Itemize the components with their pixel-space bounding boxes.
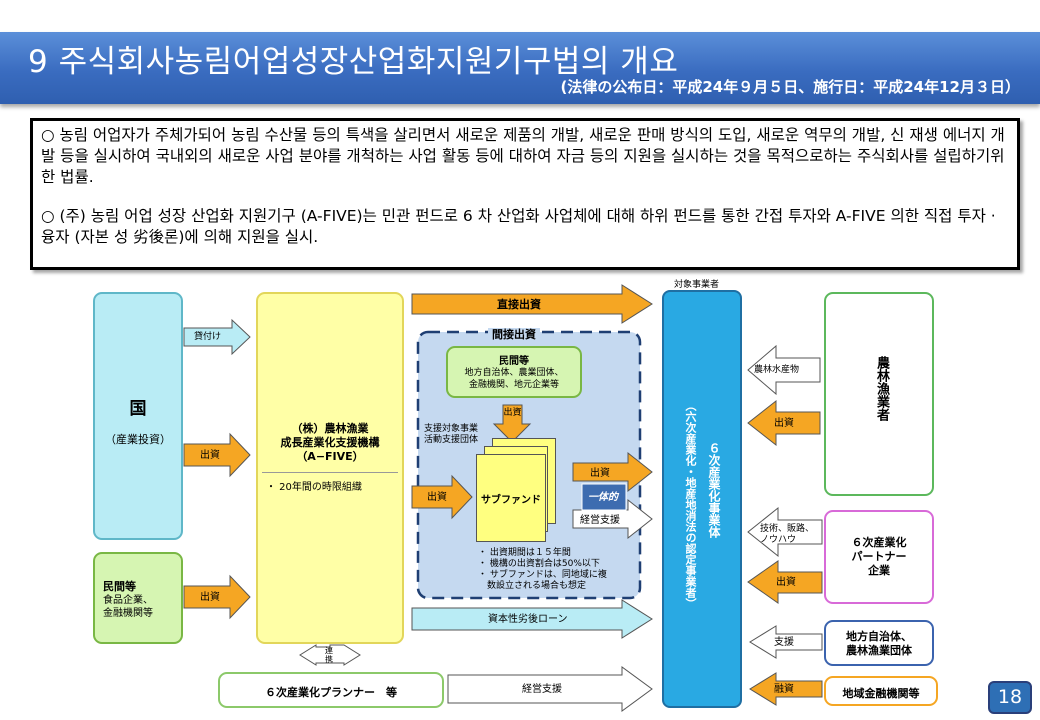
loan-arrow <box>183 318 251 356</box>
knowhow-label-1: 技術、販路、 <box>760 524 815 534</box>
private-inner-box: 民間等 地方自治体、農業団体、 金融機関、地元企業等 <box>446 346 582 398</box>
ittaiteki-label: 一体的 <box>588 492 618 503</box>
localgov-support-label: 支援 <box>774 637 794 648</box>
farmers-box: 農林漁業者 <box>824 292 934 496</box>
page-number: 18 <box>988 681 1032 714</box>
fund-note-1: ・ 出資期間は１５年間 <box>478 548 571 558</box>
bank-loan-label: 融資 <box>774 684 794 695</box>
planner-support-arrow <box>447 666 653 712</box>
products-arrow <box>747 344 821 396</box>
target-paren: （六次産業化・地産地消法の認定事業者） <box>684 400 697 609</box>
private-to-subfund-arrow <box>492 404 532 443</box>
partner-line2: パートナー <box>851 550 907 563</box>
farmers-investment-label: 出資 <box>774 418 794 429</box>
kuni-title: 国 <box>129 399 147 419</box>
subfund-label: サブファンド <box>481 495 541 506</box>
subfund-investment-label: 出資 <box>590 468 610 479</box>
partner-investment-arrow <box>747 560 823 604</box>
private-inner-title: 民間等 <box>499 356 529 367</box>
subordinated-loan-label: 資本性劣後ローン <box>488 614 568 625</box>
support-target-label-1: 支援対象事業 <box>424 424 479 434</box>
localgov-box: 地方自治体、 農林漁業団体 <box>824 620 934 666</box>
afive-line3: （A−FIVE） <box>296 450 364 463</box>
afive-note: ・ 20年間の時限組織 <box>266 482 362 493</box>
afive-line1: （株）農林漁業 <box>291 422 369 435</box>
summary-item-1: ○ 농림 어업자가 주체가되어 농림 수산물 등의 특색을 살리면서 새로운 제… <box>41 126 1005 186</box>
private-investment-arrow <box>183 574 251 620</box>
localbank-box: 地域金融機関等 <box>824 676 938 706</box>
renkei-arrow <box>299 644 361 666</box>
subfund-box: サブファンド <box>476 454 546 542</box>
target-title: ６次産業化事業体 <box>707 442 721 538</box>
direct-investment-arrow <box>411 284 653 324</box>
page-subtitle: (法律の公布日：平成24年９月５日、施行日：平成24年12月３日） <box>560 78 1020 96</box>
afive-investment-label: 出資 <box>427 492 447 503</box>
products-label: 農林水産物 <box>754 365 800 375</box>
kuni-investment-label: 出資 <box>200 450 220 461</box>
knowhow-arrow <box>747 506 823 558</box>
afive-to-subfund-arrow <box>411 474 473 520</box>
private-inner-line2: 金融機関、地元企業等 <box>468 380 559 390</box>
fund-note-2: ・ 機構の出資割合は50%以下 <box>478 559 600 569</box>
localgov-line2: 農林漁業団体 <box>846 644 912 657</box>
knowhow-label-2: ノウハウ <box>760 535 797 545</box>
support-target-label-2: 活動支援団体 <box>424 435 479 445</box>
subfund-investment-arrow <box>572 451 653 493</box>
renkei-label: 連携 <box>325 646 333 664</box>
partner-line1: ６次産業化 <box>851 536 907 549</box>
farmers-investment-arrow <box>747 399 821 447</box>
down-investment-label: 出資 <box>503 408 522 418</box>
fund-note-4: 数設立される場合も想定 <box>478 581 587 591</box>
bank-loan-arrow <box>749 672 823 706</box>
direct-investment-label: 直接出資 <box>497 298 541 311</box>
kuni-box: 国 （産業投資） <box>93 292 183 540</box>
fund-notes: ・ 出資期間は１５年間 ・ 機構の出資割合は50%以下 ・ サブファンドは、同地… <box>478 548 607 592</box>
summary-box: ○ 농림 어업자가 주체가되어 농림 수산물 등의 특색을 살리면서 새로운 제… <box>30 118 1020 270</box>
kuni-investment-arrow <box>183 432 251 478</box>
localgov-line1: 地方自治体、 <box>846 630 912 643</box>
planner-box: ６次産業化プランナー 等 <box>218 672 444 708</box>
private-left-title: 民間等 <box>103 580 136 593</box>
partner-box: ６次産業化 パートナー 企業 <box>824 510 934 604</box>
title-banner <box>0 32 1040 104</box>
subordinated-loan-arrow <box>411 599 653 639</box>
subfund-support-arrow <box>572 498 653 540</box>
private-left-line2: 金融機関等 <box>103 608 153 619</box>
target-header: 対象事業者 <box>674 280 720 290</box>
summary-item-2: ○ (주) 농림 어업 성장 산업화 지원기구 (A-FIVE)는 민관 펀드로… <box>41 207 996 246</box>
page-title: 9 주식회사농림어업성장산업화지원기구법의 개요 <box>28 44 679 80</box>
subfund-support-label: 経営支援 <box>580 515 620 526</box>
localbank-label: 地域金融機関等 <box>842 687 920 700</box>
private-left-box: 民間等 食品企業、 金融機関等 <box>93 552 183 644</box>
partner-line3: 企業 <box>868 564 890 577</box>
planner-support-label: 経営支援 <box>522 684 562 695</box>
target-box: ６次産業化事業体 （六次産業化・地産地消法の認定事業者） <box>662 290 742 708</box>
ittaiteki-tile <box>581 483 627 511</box>
farmers-label: 農林漁業者 <box>874 356 889 421</box>
localgov-support-arrow <box>749 625 823 659</box>
partner-investment-label: 出資 <box>776 577 796 588</box>
private-left-line1: 食品企業、 <box>103 595 153 606</box>
afive-line2: 成長産業化支援機構 <box>280 436 380 449</box>
afive-box: （株）農林漁業 成長産業化支援機構 （A−FIVE） ・ 20年間の時限組織 <box>256 292 404 644</box>
kuni-sub: （産業投資） <box>105 433 171 446</box>
private-inner-line1: 地方自治体、農業団体、 <box>464 368 564 378</box>
indirect-investment-label: 間接出資 <box>488 328 540 341</box>
planner-label: ６次産業化プランナー 等 <box>265 686 397 699</box>
fund-note-3: ・ サブファンドは、同地域に複 <box>478 570 607 580</box>
private-investment-label: 出資 <box>200 592 220 603</box>
loan-label: 貸付け <box>194 332 222 342</box>
